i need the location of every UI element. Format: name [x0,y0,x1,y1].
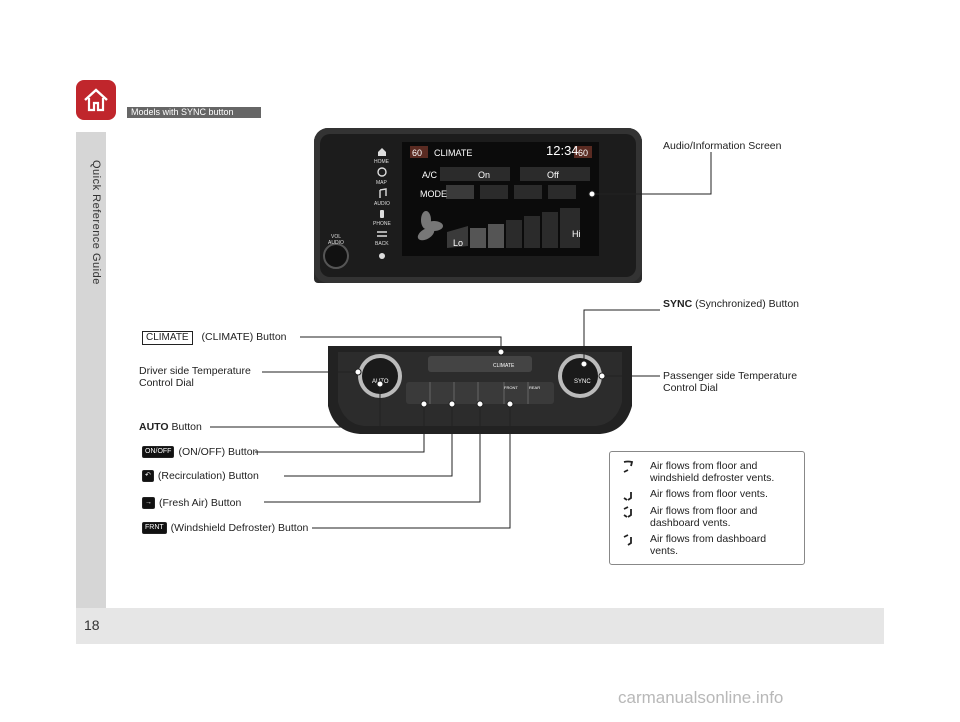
model-tag: Models with SYNC button [127,107,261,118]
defrost-button-label: FRNT(Windshield Defroster) Button [142,522,309,535]
map-hard-button[interactable]: MAP [376,180,387,186]
audio-screen-label: Audio/Information Screen [663,140,782,152]
passenger-temp-label-1: Passenger side Temperature [663,370,798,382]
fan-hi-label: Hi [572,229,581,239]
sidebar [76,132,106,608]
page-number: 18 [84,617,100,633]
legend-line-1: Air flows from floor and [650,505,758,517]
audio-hard-button[interactable]: AUDIO [374,201,390,207]
fresh-button-label: → (Fresh Air) Button [142,497,242,510]
driver-temp-label-1: Driver side Temperature [139,365,251,377]
vol-label: VOL [331,234,342,240]
legend-line-1: Air flows from dashboard [650,533,767,545]
fresh-air-icon: → [142,497,155,510]
fan-lo-label: Lo [453,238,464,248]
front-panel-label: FRONT [504,385,518,390]
fan-icon [417,211,443,241]
legend-line-1: Air flows from floor vents. [650,488,768,500]
climate-control-panel [328,346,632,434]
legend-line-2: vents. [650,545,679,557]
screen-clock: 12:34 [546,143,579,158]
driver-temp-dial [358,354,402,398]
sidebar-label: Quick Reference Guide [90,160,102,285]
recirc-text: (Recirculation) Button [157,470,259,482]
sync-panel-label: SYNC [574,379,591,385]
home-hard-button[interactable]: HOME [374,159,389,165]
legend-line-2: windshield defroster vents. [650,472,775,484]
auto-rest: Button [168,421,202,433]
watermark: carmanualsonline.info [618,688,784,707]
climate-panel-button[interactable]: CLIMATE [493,363,515,369]
floor-windshield-icon [623,460,634,473]
fresh-text: (Fresh Air) Button [159,497,242,509]
onoff-text: (ON/OFF) Button [178,446,259,458]
ac-on-button[interactable]: On [478,170,491,180]
ac-off-button[interactable]: Off [547,170,559,180]
floor-dashboard-icon [623,506,632,518]
climate-badge-icon: CLIMATE [142,331,193,345]
volume-knob [323,243,349,269]
vol-audio-label: AUDIO [328,240,344,246]
screen-right-temp: 60 [578,148,589,158]
dashboard-icon [623,534,632,546]
screen-left-temp: 60 [412,148,423,158]
back-hard-button[interactable]: BACK [375,241,389,247]
recirculation-icon: ↶ [142,470,154,483]
rear-panel-label: REAR [529,385,541,390]
sync-bold: SYNC [663,298,693,310]
auto-button-label: AUTO Button [139,421,202,433]
phone-hard-button[interactable]: PHONE [373,221,391,227]
climate-button-label: CLIMATE (CLIMATE) Button [142,331,287,345]
passenger-temp-dial [558,354,602,398]
legend-line-1: Air flows from floor and [650,460,758,472]
mode-label: MODE [420,189,447,199]
auto-bold: AUTO [139,421,169,433]
screen-title: CLIMATE [434,148,473,158]
screen-graphic [402,142,599,256]
sync-button-label: SYNC (Synchronized) Button [663,298,799,310]
ac-label: A/C [422,170,438,180]
passenger-temp-label-2: Control Dial [663,382,718,394]
onoff-icon: ON/OFF [142,446,175,459]
home-icon [84,88,108,112]
defrost-text: (Windshield Defroster) Button [170,522,309,534]
recirc-button-label: ↶(Recirculation) Button [142,470,259,483]
footer-bar [76,608,884,644]
home-button[interactable] [76,80,116,120]
climate-rest: (CLIMATE) Button [198,331,287,343]
sync-rest: (Synchronized) Button [692,298,799,310]
airflow-legend: Air flows from floor and windshield defr… [609,451,805,565]
windshield-defroster-icon: FRNT [142,522,167,535]
onoff-button-label: ON/OFF(ON/OFF) Button [142,446,259,459]
floor-icon [623,492,632,501]
fan-speed-bars [447,208,580,248]
legend-line-2: dashboard vents. [650,517,731,529]
driver-temp-label-2: Control Dial [139,377,194,389]
